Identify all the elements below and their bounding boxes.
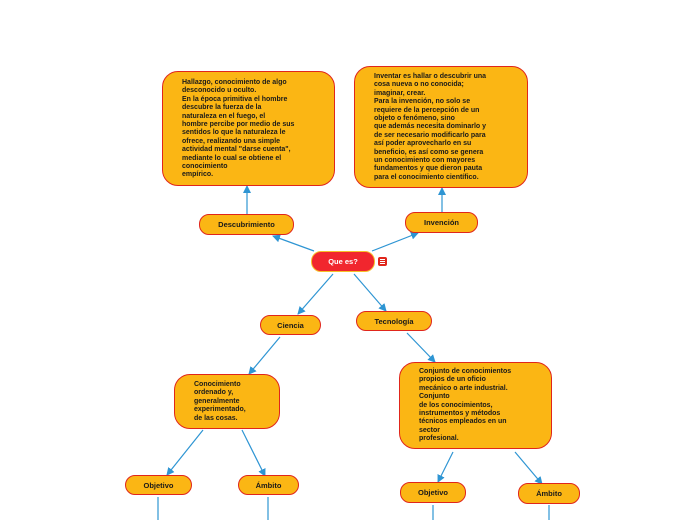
tecnologia-node[interactable]: Tecnología — [356, 311, 432, 331]
menu-icon[interactable] — [378, 257, 387, 266]
root-label: Que es? — [328, 257, 358, 266]
edge-root-tecnologia — [353, 273, 387, 312]
invencion-label: Invención — [423, 218, 459, 227]
tecnologia-ambito-label: Ámbito — [536, 489, 562, 498]
ciencia-label: Ciencia — [277, 320, 304, 330]
ciencia-ambito-label: Ámbito — [255, 480, 282, 490]
tecnologia-note[interactable]: Conjunto de conocimientos propios de un … — [399, 362, 552, 449]
descubrimiento-node[interactable]: Descubrimiento — [199, 214, 294, 235]
tecnologia-ambito-node[interactable]: Ámbito — [518, 483, 580, 504]
invencion-note[interactable]: Inventar es hallar o descubrir una cosa … — [354, 66, 528, 188]
edge-tecnologia-note — [406, 332, 436, 363]
invencion-note-text: Inventar es hallar o descubrir una cosa … — [374, 73, 487, 181]
edge-root-descubrimiento — [272, 234, 315, 252]
edge-root-ciencia — [297, 273, 334, 315]
edge-tecnologia-objetivo — [437, 451, 454, 483]
descubrimiento-note[interactable]: Hallazgo, conocimiento de algo desconoci… — [162, 71, 335, 186]
ciencia-objetivo-label: Objetivo — [143, 480, 174, 490]
ciencia-node[interactable]: Ciencia — [260, 315, 321, 335]
ciencia-note[interactable]: Conocimiento ordenado y, generalmente ex… — [174, 374, 280, 429]
edge-root-invencion — [371, 231, 419, 252]
edge-ciencia-note — [248, 336, 281, 375]
tecnologia-note-text: Conjunto de conocimientos propios de un … — [419, 368, 512, 443]
descubrimiento-label: Descubrimiento — [218, 220, 275, 229]
descubrimiento-note-text: Hallazgo, conocimiento de algo desconoci… — [182, 79, 295, 179]
tecnologia-objetivo-label: Objetivo — [417, 488, 448, 497]
invencion-node[interactable]: Invención — [405, 212, 478, 233]
ciencia-ambito-node[interactable]: Ámbito — [238, 475, 299, 495]
root-node[interactable]: Que es? — [311, 251, 375, 272]
tecnologia-objetivo-node[interactable]: Objetivo — [400, 482, 466, 503]
ciencia-objetivo-node[interactable]: Objetivo — [125, 475, 192, 495]
ciencia-note-text: Conocimiento ordenado y, generalmente ex… — [194, 381, 246, 422]
edge-ciencia-objetivo — [166, 429, 204, 476]
edge-tecnologia-ambito — [514, 451, 543, 485]
tecnologia-label: Tecnología — [374, 316, 414, 326]
edge-ciencia-ambito — [241, 429, 266, 477]
